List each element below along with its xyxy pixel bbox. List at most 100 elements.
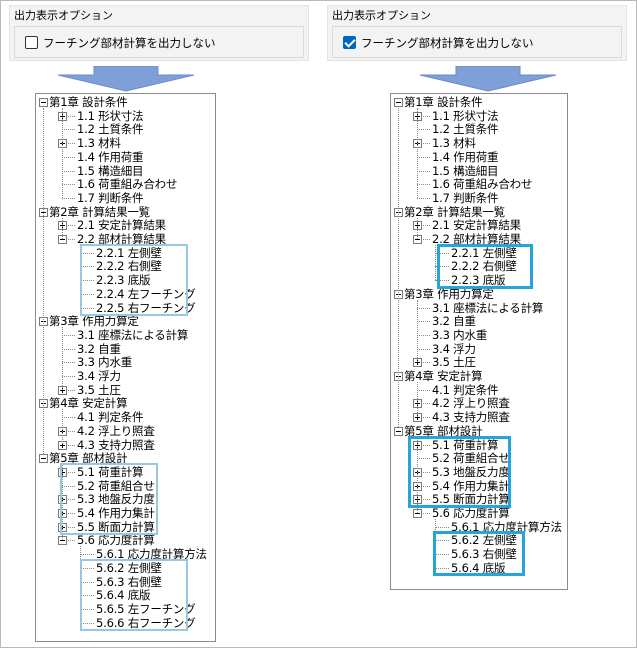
tree-item[interactable]: 1.5 構造細目 (77, 163, 144, 178)
tree-item[interactable]: 4.2 浮上り照査 (432, 396, 510, 411)
tree-item[interactable]: 1.4 作用荷重 (432, 149, 499, 164)
tree-connector-line (435, 567, 449, 569)
tree-item[interactable]: 4.1 判定条件 (77, 410, 144, 425)
tree-item[interactable]: 1.3 材料 (432, 136, 476, 151)
tree-item[interactable]: 第4章 安定計算 (404, 369, 483, 383)
tree-item[interactable]: 5.3 地盤反力度 (432, 464, 510, 479)
tree-item[interactable]: 1.1 形状寸法 (77, 108, 144, 123)
tree-item[interactable]: 1.2 土質条件 (432, 122, 499, 137)
tree-item[interactable]: 2.2 部材計算結果 (77, 232, 166, 246)
tree-item[interactable]: 5.6.3 右側壁 (451, 547, 517, 562)
tree-guide-line (417, 299, 418, 363)
right-footing-checkbox[interactable] (343, 36, 356, 49)
tree-item[interactable]: 4.3 支持力照査 (432, 410, 510, 425)
tree-item[interactable]: 4.1 判定条件 (432, 382, 499, 397)
tree-item[interactable]: 5.6.2 左側壁 (451, 533, 517, 548)
tree-item[interactable]: 2.1 安定計算結果 (432, 218, 521, 233)
tree-item[interactable]: 5.2 荷重組合せ (77, 478, 155, 493)
tree-item[interactable]: 2.2.3 底版 (96, 273, 151, 288)
tree-item[interactable]: 2.2.2 右側壁 (451, 259, 517, 274)
tree-connector-line (435, 540, 449, 542)
tree-item[interactable]: 第3章 作用力算定 (404, 286, 494, 301)
tree-item[interactable]: 第1章 設計条件 (404, 95, 483, 109)
tree-item[interactable]: 1.4 作用荷重 (77, 149, 144, 164)
collapse-minus-icon[interactable] (39, 98, 48, 107)
tree-item[interactable]: 3.4 浮力 (77, 369, 121, 383)
tree-item[interactable]: 第1章 設計条件 (49, 95, 128, 109)
tree-connector-line (62, 115, 75, 117)
tree-item[interactable]: 1.5 構造細目 (432, 163, 499, 178)
tree-item[interactable]: 3.1 座標法による計算 (77, 327, 189, 342)
tree-item[interactable]: 3.3 内水重 (432, 327, 488, 342)
tree-item[interactable]: 2.2.1 左側壁 (96, 245, 162, 260)
tree-connector-line (417, 417, 430, 419)
tree-item[interactable]: 5.6.4 底版 (451, 560, 506, 575)
tree-item[interactable]: 5.4 作用力集計 (77, 506, 155, 520)
left-footing-checkbox-label[interactable]: フーチング部材計算を出力しない (43, 36, 216, 50)
tree-item[interactable]: 1.6 荷重組み合わせ (432, 177, 533, 192)
tree-guide-line (435, 245, 436, 281)
tree-item[interactable]: 2.2.3 底版 (451, 273, 506, 288)
tree-connector-line (435, 280, 449, 282)
tree-item[interactable]: 2.2.5 右フーチング (96, 300, 196, 315)
tree-item[interactable]: 第5章 部材設計 (49, 451, 128, 466)
tree-item[interactable]: 5.6.6 右フーチング (96, 615, 196, 630)
tree-connector-line (80, 581, 94, 583)
tree-item[interactable]: 1.2 土質条件 (77, 122, 144, 137)
tree-item[interactable]: 3.1 座標法による計算 (432, 300, 544, 315)
highlight-box (60, 462, 158, 536)
tree-item[interactable]: 3.3 内水重 (77, 355, 133, 370)
tree-item[interactable]: 5.6.3 右側壁 (96, 574, 162, 589)
tree-item[interactable]: 1.7 判断条件 (77, 190, 144, 205)
tree-item[interactable]: 1.6 荷重組み合わせ (77, 177, 178, 192)
tree-connector-line (62, 540, 75, 542)
tree-item[interactable]: 5.6.5 左フーチング (96, 601, 196, 616)
collapse-minus-icon[interactable] (394, 426, 403, 436)
tree-item[interactable]: 5.6 応力度計算 (432, 506, 510, 520)
tree-item[interactable]: 5.1 荷重計算 (77, 464, 144, 479)
tree-item[interactable]: 3.4 浮力 (432, 341, 476, 356)
tree-item[interactable]: 3.2 自重 (77, 341, 121, 356)
tree-connector-line (62, 156, 75, 158)
tree-connector-line (62, 225, 75, 227)
tree-item[interactable]: 5.1 荷重計算 (432, 437, 499, 452)
right-down-arrow-icon (419, 66, 557, 92)
right-footing-checkbox-label[interactable]: フーチング部材計算を出力しない (361, 36, 534, 50)
tree-item[interactable]: 5.6.1 応力度計算方法 (451, 519, 562, 534)
tree-item[interactable]: 1.1 形状寸法 (432, 108, 499, 123)
tree-item[interactable]: 第5章 部材設計 (404, 423, 483, 438)
collapse-minus-icon[interactable] (39, 454, 48, 464)
tree-item[interactable]: 1.3 材料 (77, 136, 121, 151)
tree-item[interactable]: 5.4 作用力集計 (432, 478, 510, 493)
tree-item[interactable]: 4.3 支持力照査 (77, 437, 155, 452)
collapse-minus-icon[interactable] (394, 98, 403, 107)
tree-item[interactable]: 5.6.2 左側壁 (96, 560, 162, 575)
tree-item[interactable]: 第2章 計算結果一覧 (404, 204, 505, 219)
tree-item[interactable]: 2.2.4 左フーチング (96, 286, 196, 301)
tree-item[interactable]: 1.7 判断条件 (432, 190, 499, 205)
tree-item[interactable]: 3.2 自重 (432, 314, 476, 329)
tree-item[interactable]: 4.2 浮上り照査 (77, 423, 155, 438)
tree-item[interactable]: 2.2.1 左側壁 (451, 245, 517, 260)
tree-item[interactable]: 2.1 安定計算結果 (77, 218, 166, 233)
tree-item[interactable]: 5.5 断面力計算 (432, 492, 510, 507)
tree-item[interactable]: 5.6.4 底版 (96, 588, 151, 603)
tree-item[interactable]: 2.2 部材計算結果 (432, 232, 521, 246)
tree-item[interactable]: 5.6.1 応力度計算方法 (96, 547, 207, 562)
tree-connector-line (62, 143, 75, 145)
tree-connector-line (80, 595, 94, 597)
tree-item[interactable]: 第4章 安定計算 (49, 396, 128, 411)
tree-item[interactable]: 5.6 応力度計算 (77, 533, 155, 548)
tree-connector-line (417, 389, 430, 391)
tree-item[interactable]: 3.5 土圧 (77, 382, 121, 397)
tree-item[interactable]: 2.2.2 右側壁 (96, 259, 162, 274)
left-footing-checkbox[interactable] (25, 36, 38, 49)
tree-item[interactable]: 5.2 荷重組合せ (432, 451, 510, 466)
tree-item[interactable]: 第3章 作用力算定 (49, 314, 139, 329)
tree-item[interactable]: 5.3 地盤反力度 (77, 492, 155, 507)
tree-item[interactable]: 3.5 土圧 (432, 355, 476, 370)
tree-item[interactable]: 第2章 計算結果一覧 (49, 204, 150, 219)
tree-item[interactable]: 5.5 断面力計算 (77, 519, 155, 534)
